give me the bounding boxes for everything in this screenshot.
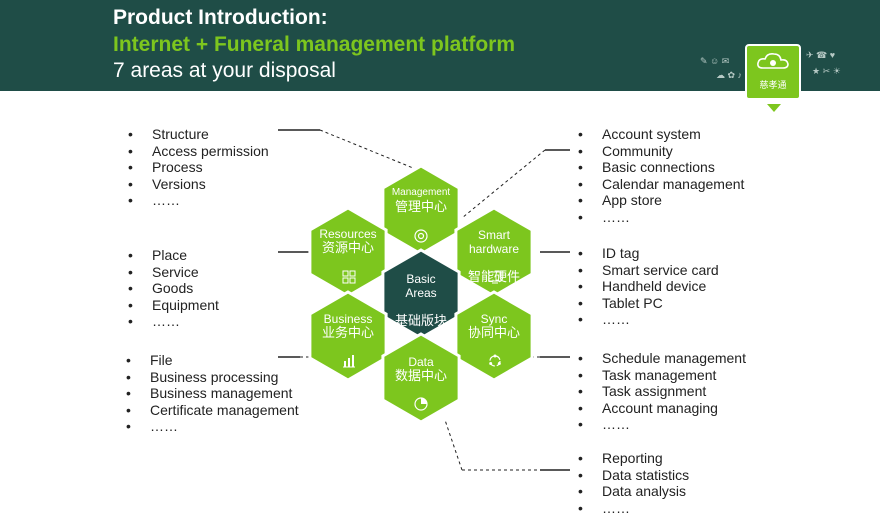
pie-chart-icon [414,397,428,411]
doodle-icon: ☁ ✿ ♪ [716,70,743,80]
hex-business-label: Business 业务中心 [306,312,390,340]
base-list: Account systemCommunityBasic connections… [578,126,744,226]
list-item: …… [578,416,746,433]
hex-resources-en: Resources [319,227,377,241]
header-banner [0,0,880,91]
hex-business-en: Business [323,312,373,326]
list-item: …… [578,311,719,328]
data-list: ReportingData statisticsData analysis…… [578,450,689,516]
brand-logo: 慈孝通 [745,44,801,100]
smart-hardware-list: ID tagSmart service cardHandheld deviceT… [578,245,719,328]
list-item: Structure [128,126,269,143]
list-item: …… [128,192,269,209]
list-item: Task management [578,367,746,384]
management-list: StructureAccess permissionProcessVersion… [128,126,269,209]
logo-pointer [767,104,781,112]
hex-smart-cn: 智能硬件 [467,269,520,284]
list-item: Certificate management [126,402,299,419]
list-item: Basic connections [578,159,744,176]
list-item: Smart service card [578,262,719,279]
hex-center-label: Basic Areas 基础版块 [379,258,463,342]
hex-sync-cn: 协同中心 [467,325,520,340]
hex-sync-en: Sync [480,312,508,326]
doodle-icon: ✈ ☎ ♥ [806,50,836,60]
sync-icon [489,354,501,367]
page-title: Product Introduction: [113,6,328,29]
hex-smart-en: Smart hardware [468,228,520,256]
list-item: Reporting [578,450,689,467]
hex-management-label: Management 管理中心 [379,186,463,214]
list-item: Data statistics [578,467,689,484]
hex-center-cn: 基础版块 [394,313,447,328]
list-item: Account managing [578,400,746,417]
target-icon [414,229,428,243]
list-item: App store [578,192,744,209]
page-tagline: 7 areas at your disposal [113,59,336,82]
hex-business [308,290,388,382]
doodle-icon: ★ ✂ ☀ [812,66,841,76]
list-item: Community [578,143,744,160]
list-item: Service [128,264,219,281]
list-item: Calendar management [578,176,744,193]
list-item: Data analysis [578,483,689,500]
list-item: Tablet PC [578,295,719,312]
grid-icon [342,270,356,284]
hex-sync [454,290,534,382]
device-icon [488,271,502,284]
business-list: FileBusiness processingBusiness manageme… [126,352,299,435]
page-subtitle: Internet + Funeral management platform [113,33,515,56]
list-item: Task assignment [578,383,746,400]
logo-text: 慈孝通 [759,80,787,90]
hex-resources-label: Resources 资源中心 [306,227,390,255]
hex-data [381,332,461,424]
hex-business-cn: 业务中心 [321,325,374,340]
bar-chart-icon [343,355,355,368]
list-item: Business processing [126,369,299,386]
list-item: Handheld device [578,278,719,295]
list-item: Goods [128,280,219,297]
list-item: File [126,352,299,369]
list-item: ID tag [578,245,719,262]
hex-data-en: Data [408,355,434,369]
list-item: Process [128,159,269,176]
hex-management-cn: 管理中心 [394,199,447,214]
list-item: …… [126,418,299,435]
list-item: …… [578,209,744,226]
hex-data-label: Data 数据中心 [379,355,463,383]
list-item: …… [578,500,689,517]
hex-sync-label: Sync 协同中心 [452,312,536,340]
hex-management-en: Management [391,187,451,198]
list-item: Account system [578,126,744,143]
cloud-icon [757,53,789,69]
hex-data-cn: 数据中心 [394,368,447,383]
list-item: …… [128,313,219,330]
list-item: Equipment [128,297,219,314]
hex-resources-cn: 资源中心 [321,240,374,255]
sync-list: Schedule managementTask managementTask a… [578,350,746,433]
resources-list: PlaceServiceGoodsEquipment…… [128,247,219,330]
list-item: Place [128,247,219,264]
hex-smart-label: Smart hardware 智能硬件 [452,214,536,298]
list-item: Access permission [128,143,269,160]
list-item: Versions [128,176,269,193]
doodle-icon: ✎ ☺ ✉ [700,56,730,66]
list-item: Business management [126,385,299,402]
hex-center-en: Basic Areas [405,272,437,300]
list-item: Schedule management [578,350,746,367]
